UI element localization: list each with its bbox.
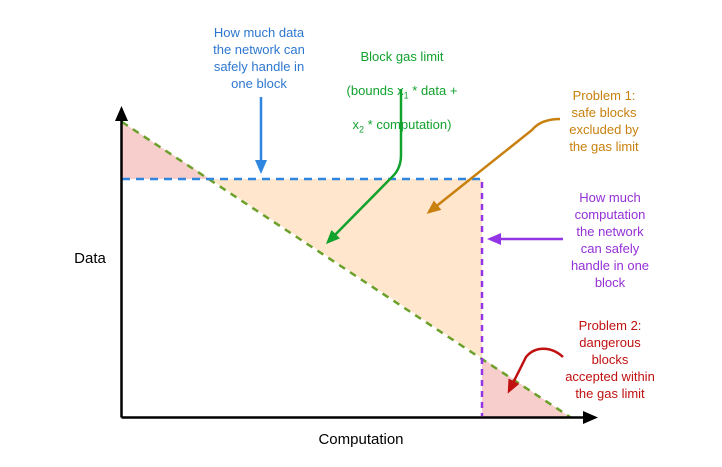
annotation-data-limit: How much data the network can safely han… <box>213 25 305 92</box>
annotation-gas-limit-line3: x2 * computation) <box>352 117 452 135</box>
annotation-problem1: Problem 1: safe blocks excluded by the g… <box>569 88 639 155</box>
annotation-problem2: Problem 2: dangerous blocks accepted wit… <box>565 318 655 402</box>
gas-limit-line <box>121 120 571 419</box>
annotation-gas-limit-line1: Block gas limit <box>360 49 444 65</box>
annotation-computation-limit: How much computation the network can saf… <box>570 190 650 291</box>
annotation-gas-limit-line2: (bounds x1 * data + <box>346 83 458 101</box>
gas-limit-arrow <box>325 89 403 245</box>
y-axis-label: Data <box>74 250 106 267</box>
problem1-arrow <box>426 117 561 214</box>
annotation-gas-limit: Block gas limit (bounds x1 * data + x2 *… <box>327 31 477 150</box>
problem2-arrow <box>507 347 564 394</box>
x-axis-label: Computation <box>318 431 404 448</box>
